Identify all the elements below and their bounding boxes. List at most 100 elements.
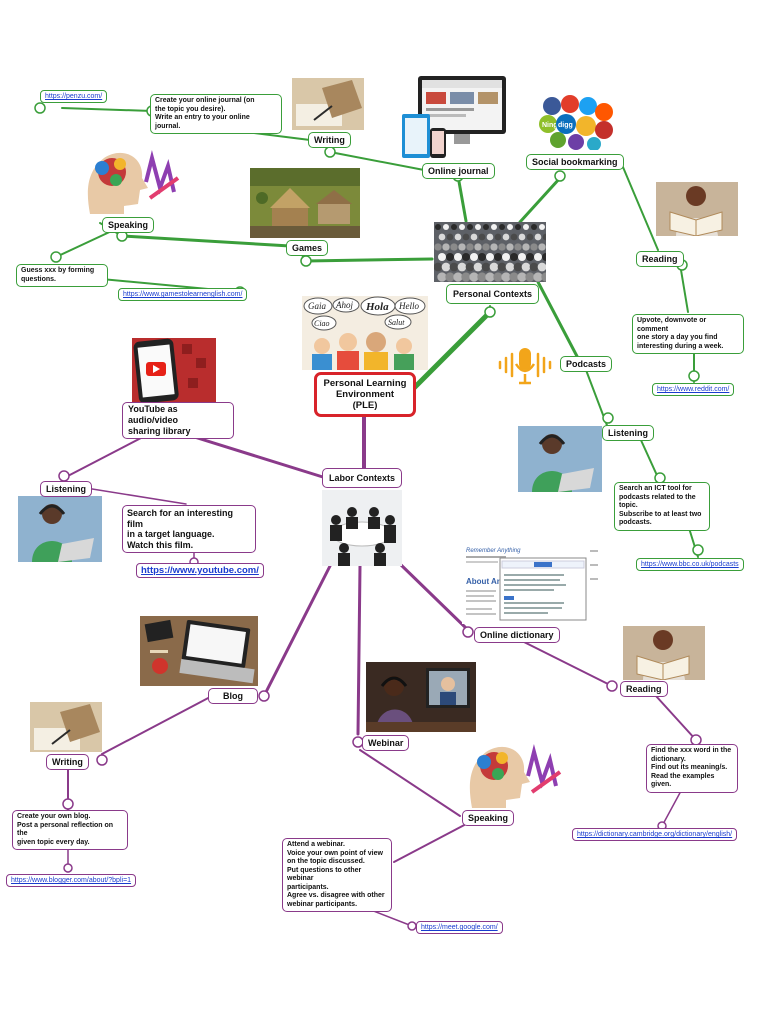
crowd-figure bbox=[534, 233, 542, 241]
crowd-photo-icon bbox=[434, 222, 546, 282]
youtube-node[interactable]: YouTube as audio/video sharing library bbox=[122, 402, 234, 439]
crowd-figure bbox=[470, 233, 478, 241]
listening-node[interactable]: Listening bbox=[602, 425, 654, 441]
crowd-figure bbox=[450, 243, 458, 251]
listening-task-note: Search for an interesting film in a targ… bbox=[122, 505, 256, 553]
podcasts-node[interactable]: Podcasts bbox=[560, 356, 613, 372]
crowd-figure bbox=[470, 253, 478, 261]
connector bbox=[61, 107, 153, 112]
social-label: digg bbox=[558, 122, 573, 129]
listening-node[interactable]: Listening bbox=[40, 481, 92, 497]
connector bbox=[329, 151, 425, 171]
social-bookmarking-node[interactable]: Social bookmarking bbox=[526, 154, 624, 170]
online-journal-node[interactable]: Online journal bbox=[422, 163, 495, 179]
crowd-figure bbox=[459, 224, 465, 230]
crowd-figure bbox=[494, 253, 502, 261]
crowd-figure bbox=[537, 262, 546, 272]
personal-contexts-node[interactable]: Personal Contexts bbox=[446, 284, 540, 304]
crowd-figure bbox=[507, 224, 513, 230]
speaking-node[interactable]: Speaking bbox=[102, 217, 155, 233]
crowd-figure bbox=[466, 243, 474, 251]
ple-root-node[interactable]: Personal Learning Environment (PLE) bbox=[314, 372, 416, 417]
crowd-figure bbox=[534, 253, 542, 261]
crowd-figure bbox=[510, 253, 518, 261]
penzu-link[interactable]: https://penzu.com/ bbox=[40, 90, 108, 103]
crowd-figure bbox=[531, 224, 537, 230]
youtube-link[interactable]: https://www.youtube.com/ bbox=[136, 563, 264, 578]
crowd-figure bbox=[474, 243, 482, 251]
crowd-figure bbox=[514, 243, 522, 251]
crowd-figure bbox=[441, 262, 451, 272]
crowd-figure bbox=[478, 233, 486, 241]
crowd-figure bbox=[473, 262, 483, 272]
crowd-figure bbox=[454, 233, 462, 241]
reading-node[interactable]: Reading bbox=[636, 251, 684, 267]
crowd-figure bbox=[454, 253, 462, 261]
connector bbox=[356, 564, 362, 736]
handle bbox=[692, 544, 704, 556]
online-dictionary-node[interactable]: Online dictionary bbox=[474, 627, 560, 643]
speaking-node[interactable]: Speaking bbox=[462, 810, 515, 826]
handle bbox=[602, 412, 614, 424]
crowd-figure bbox=[538, 243, 546, 251]
crowd-figure bbox=[501, 272, 511, 282]
crowd-figure bbox=[483, 224, 489, 230]
crowd-figure bbox=[502, 253, 510, 261]
bbc-podcasts-link[interactable]: https://www.bbc.co.uk/podcasts bbox=[636, 558, 744, 571]
crowd-figure bbox=[506, 243, 514, 251]
cambridge-dictionary-link[interactable]: https://dictionary.cambridge.org/diction… bbox=[572, 828, 738, 841]
handle bbox=[50, 251, 62, 263]
social-label: Ning bbox=[542, 122, 558, 129]
games-node[interactable]: Games bbox=[286, 240, 329, 256]
connector bbox=[655, 695, 697, 741]
crowd-figure bbox=[533, 272, 543, 282]
writing-node[interactable]: Writing bbox=[308, 132, 351, 148]
blogger-link[interactable]: https://www.blogger.com/about/?bpli=1 bbox=[6, 874, 137, 887]
youtube-phone-icon bbox=[132, 338, 216, 402]
crowd-figure bbox=[493, 272, 503, 282]
crowd-figure bbox=[481, 262, 491, 272]
crowd-figure bbox=[499, 224, 505, 230]
crowd-figure bbox=[457, 262, 467, 272]
crowd-figure bbox=[518, 233, 526, 241]
handle bbox=[96, 754, 108, 766]
crowd-figure bbox=[522, 243, 530, 251]
connector bbox=[393, 821, 471, 863]
google-meet-link[interactable]: https://meet.google.com/ bbox=[416, 921, 503, 934]
crowd-figure bbox=[434, 262, 443, 272]
crowd-figure bbox=[494, 233, 502, 241]
handle bbox=[407, 921, 417, 931]
greeting-bubble: Salut bbox=[388, 318, 405, 327]
listening-task-note: Search an ICT tool for podcasts related … bbox=[614, 482, 710, 531]
microphone-icon bbox=[494, 344, 556, 386]
crowd-figure bbox=[437, 272, 447, 282]
crowd-figure bbox=[462, 233, 470, 241]
crowd-figure bbox=[526, 233, 534, 241]
labor-contexts-node[interactable]: Labor Contexts bbox=[322, 468, 403, 488]
handle bbox=[606, 680, 618, 692]
crowd-figure bbox=[486, 253, 494, 261]
writing-task-note: Create your own blog. Post a personal re… bbox=[12, 810, 128, 850]
gamestolearnenglish-link[interactable]: https://www.gamestolearnenglish.com/ bbox=[118, 288, 248, 301]
crowd-figure bbox=[509, 272, 519, 282]
crowd-figure bbox=[442, 243, 450, 251]
crowd-figure bbox=[438, 253, 446, 261]
writing-node[interactable]: Writing bbox=[46, 754, 89, 770]
crowd-figure bbox=[521, 262, 531, 272]
webinar-node[interactable]: Webinar bbox=[362, 735, 410, 751]
crowd-figure bbox=[486, 233, 494, 241]
handle bbox=[554, 170, 566, 182]
connector bbox=[679, 263, 689, 313]
speaking-head-icon bbox=[82, 148, 182, 216]
blog-node[interactable]: Blog bbox=[208, 688, 258, 704]
crowd-figure bbox=[467, 224, 473, 230]
crowd-figure bbox=[526, 253, 534, 261]
reddit-link[interactable]: https://www.reddit.com/ bbox=[652, 383, 735, 396]
crowd-figure bbox=[434, 243, 442, 251]
handle bbox=[462, 626, 474, 638]
connector bbox=[120, 234, 292, 248]
handle bbox=[58, 470, 70, 482]
reading-node[interactable]: Reading bbox=[620, 681, 668, 697]
speaking-task-note: Attend a webinar. Voice your own point o… bbox=[282, 838, 392, 912]
crowd-figure bbox=[449, 262, 459, 272]
